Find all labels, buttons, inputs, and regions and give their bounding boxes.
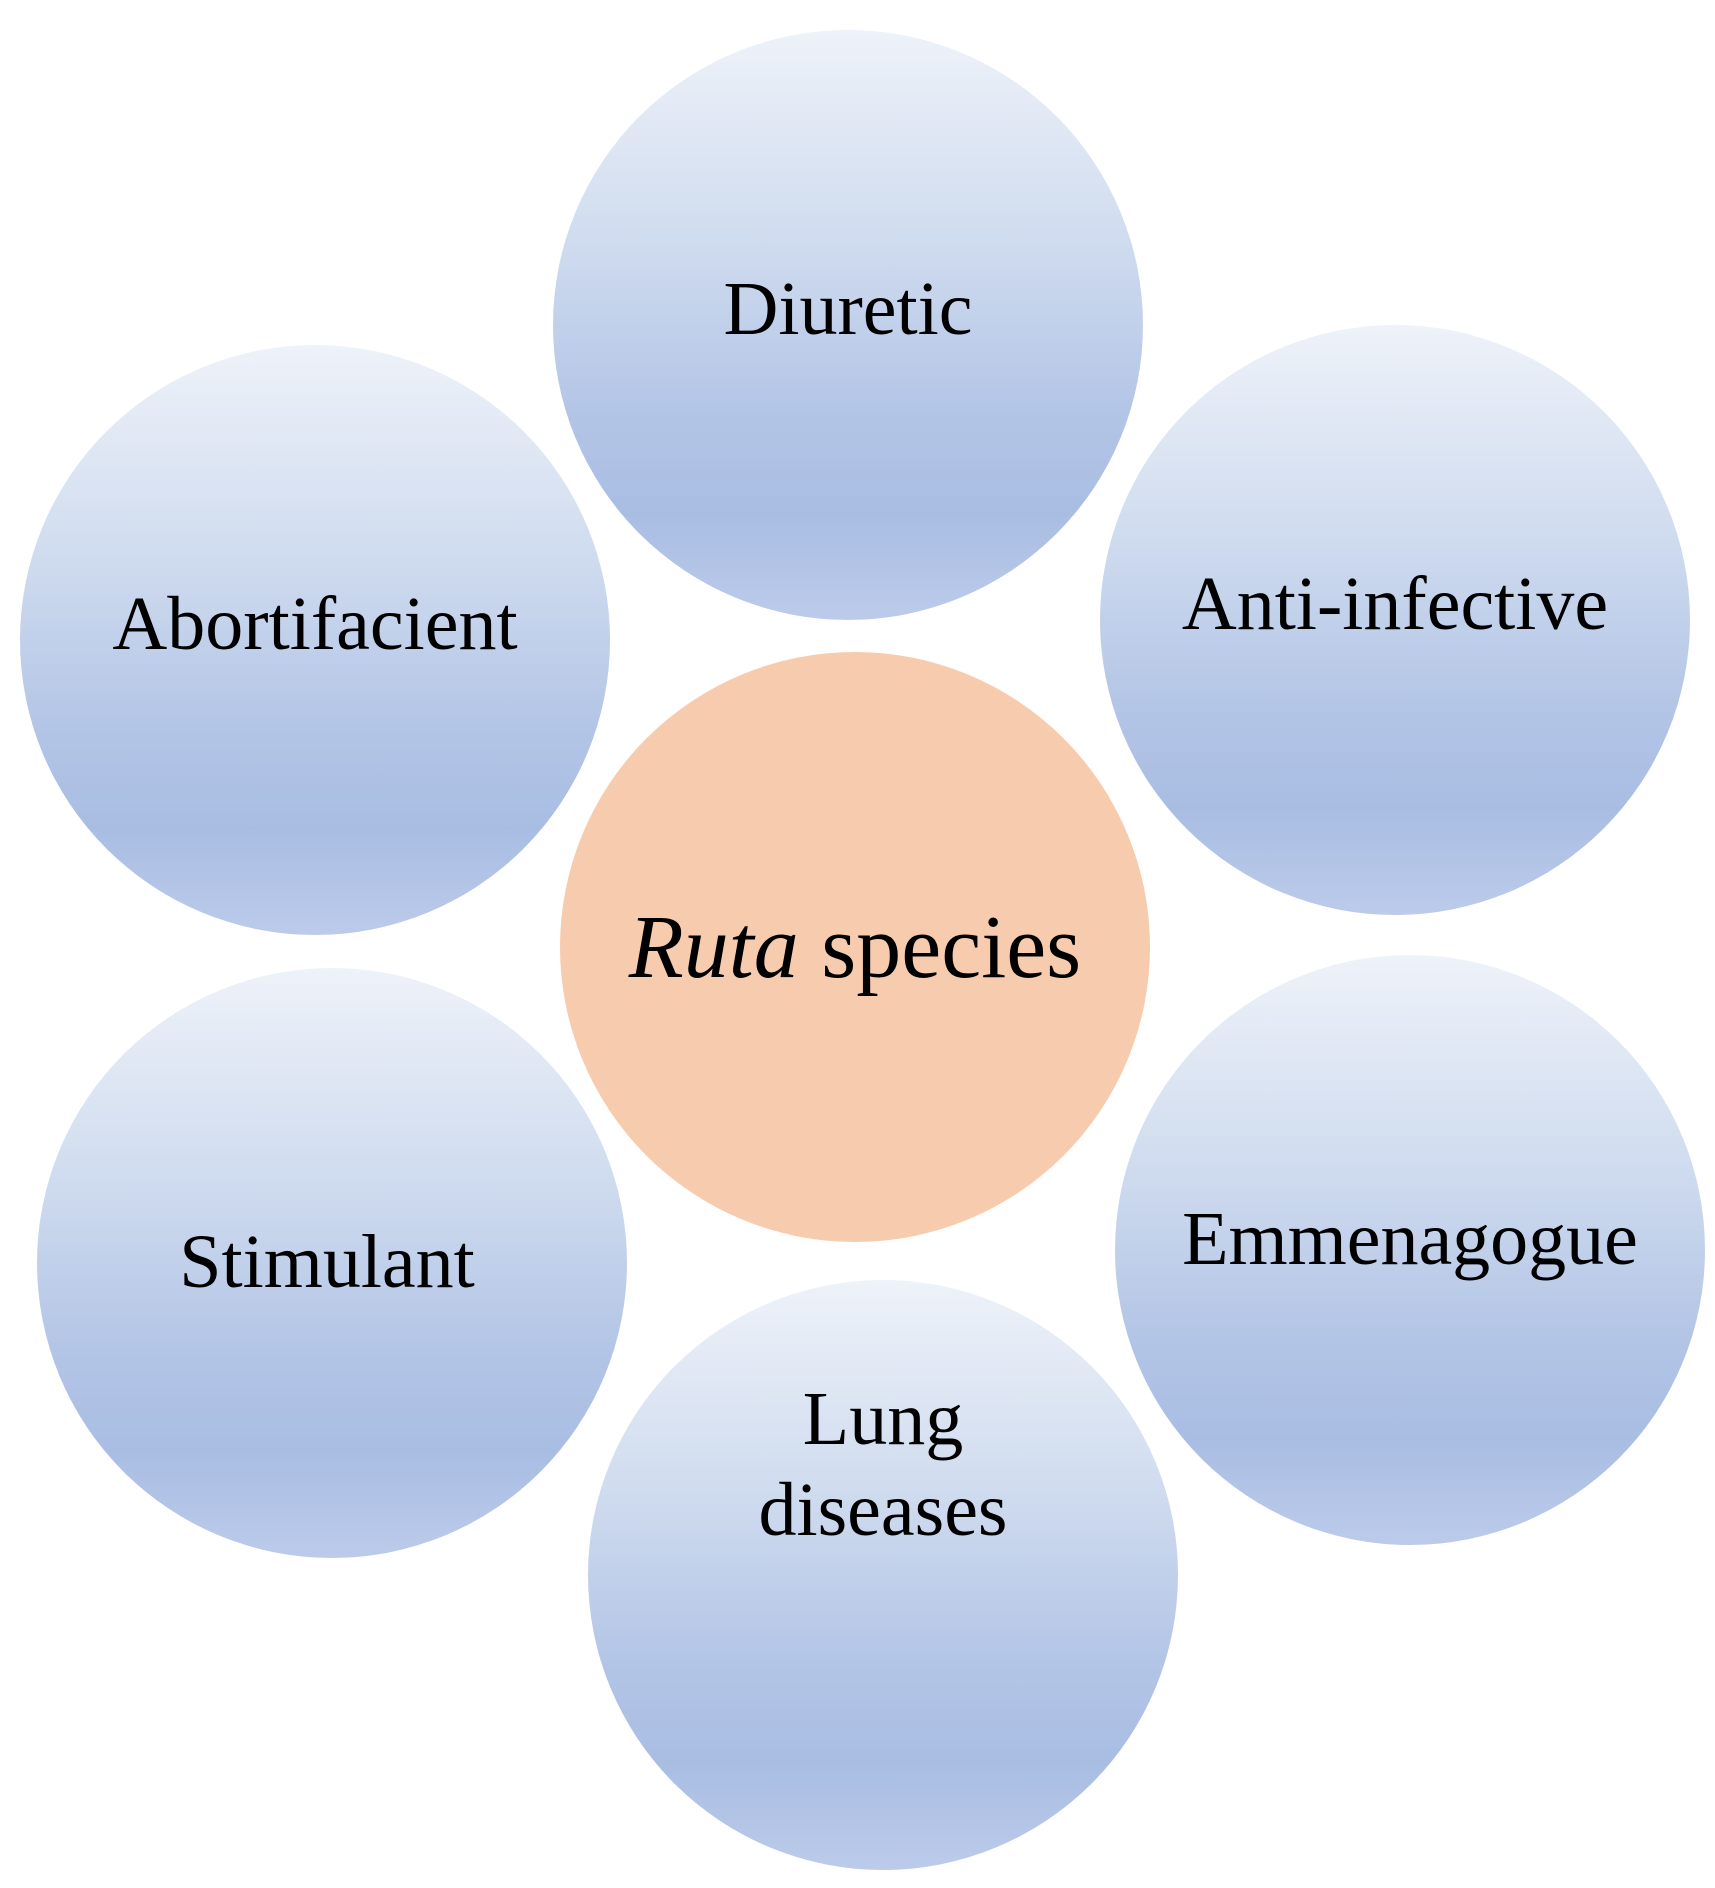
center-label-rest: species [798,897,1082,997]
circle-emmenagogue: Emmenagogue [1115,955,1705,1545]
label-lung-diseases: Lung diseases [758,1374,1007,1556]
center-label-italic: Ruta [628,897,799,997]
circle-lung-diseases: Lung diseases [588,1280,1178,1870]
label-emmenagogue: Emmenagogue [1182,1197,1638,1282]
label-anti-infective: Anti-infective [1181,562,1609,647]
label-diuretic: Diuretic [723,267,973,352]
label-abortifacient: Abortifacient [112,582,518,667]
label-stimulant: Stimulant [179,1220,475,1305]
label-lung-line1: Lung [802,1376,964,1461]
center-label: Ruta species [629,896,1081,999]
center-circle-ruta-species: Ruta species [560,652,1150,1242]
circle-abortifacient: Abortifacient [20,345,610,935]
circle-diuretic: Diuretic [553,30,1143,620]
circle-anti-infective: Anti-infective [1100,325,1690,915]
label-lung-line2: diseases [758,1468,1008,1552]
circle-stimulant: Stimulant [37,968,627,1558]
